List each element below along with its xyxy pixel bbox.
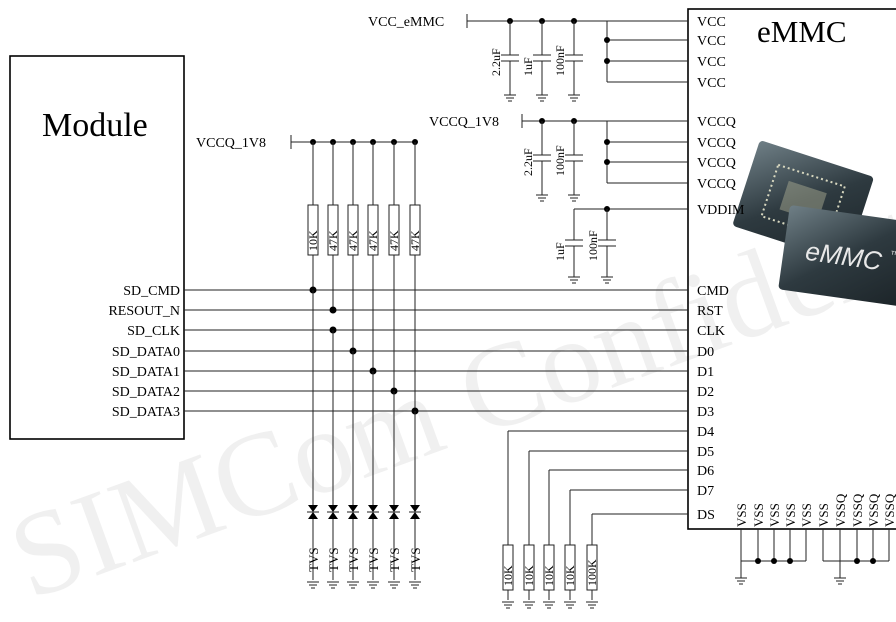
pullup-resistor-label: 47K: [326, 230, 340, 251]
tvs-label: TVS: [346, 547, 361, 572]
vcc-emmc-label: VCC_eMMC: [368, 15, 444, 30]
module-title: Module: [42, 107, 148, 144]
pullup-resistor-label: 47K: [408, 230, 422, 251]
vccq-capacitor-label: 2.2uF: [521, 148, 535, 176]
emmc-power-pin: VCC: [697, 15, 726, 30]
emmc-signal-pin: D6: [697, 464, 714, 479]
vcc-capacitor-label: 1uF: [521, 57, 535, 76]
pullup-resistor-label: 47K: [346, 230, 360, 251]
emmc-ground-pin: VSSQ: [833, 493, 848, 527]
module-signals: SD_CMD RESOUT_N SD_CLK SD_DATA0SD_DATA1SD_D…: [108, 284, 180, 420]
emmc-power-pin: VCC: [697, 34, 726, 49]
emmc-ground-pin: VSS: [816, 503, 831, 527]
emmc-signal-pin: CMD: [697, 284, 729, 299]
emmc-power-pin: VDDIM: [697, 203, 745, 218]
emmc-ground-pin: VSSQ: [882, 493, 896, 527]
emmc-ground-pin: VSS: [734, 503, 749, 527]
vcc-capacitor-label: 2.2uF: [489, 48, 503, 76]
pulldown-resistor-label: 10K: [542, 565, 556, 586]
tvs-label: TVS: [366, 547, 381, 572]
vcc-capacitor-label: 100nF: [553, 45, 567, 76]
vcc-capacitors: 2.2uF 1uF 100nF: [489, 18, 583, 102]
emmc-power-pin: VCCQ: [697, 156, 736, 171]
tvs-diodes: TVS TVS TVS TVS TVS TVS: [306, 290, 423, 589]
pulldown-resistor-label: 10K: [501, 565, 515, 586]
vddim-capacitors: 1uF 100nF: [553, 209, 616, 284]
module-signal-label: SD_DATA0: [112, 345, 180, 360]
emmc-power-pin: VCC: [697, 55, 726, 70]
pulldown-resistors: 10K 10K 10K 10K 100K: [501, 430, 688, 609]
emmc-ground-pin: VSS: [783, 503, 798, 527]
pullup-resistor-label: 47K: [366, 230, 380, 251]
vddim-net: [574, 206, 688, 212]
vccq-emmc-rail: VCCQ_1V8: [429, 114, 688, 184]
signal-wires: [184, 289, 688, 412]
emmc-ground-pin: VSS: [799, 503, 814, 527]
vddim-capacitor-label: 100nF: [586, 230, 600, 261]
pullup-resistor-label: 10K: [306, 230, 320, 251]
emmc-signal-pin: D7: [697, 484, 714, 499]
module-signal-label: SD_CLK: [127, 324, 180, 339]
tvs-label: TVS: [387, 547, 402, 572]
emmc-power-pin: VCCQ: [697, 115, 736, 130]
emmc-signal-pin: DS: [697, 508, 715, 523]
vccq-capacitors: 2.2uF 100nF: [521, 118, 583, 202]
vccq-emmc-label: VCCQ_1V8: [429, 115, 499, 130]
emmc-power-pin: VCCQ: [697, 136, 736, 151]
module-signal-label: RESOUT_N: [108, 304, 180, 319]
tvs-label: TVS: [326, 547, 341, 572]
tvs-label: TVS: [306, 547, 321, 572]
module-signal-label: SD_DATA3: [112, 405, 180, 420]
vccq-module-rail: VCCQ_1V8: [196, 135, 415, 151]
pulldown-resistor-label: 100K: [585, 559, 599, 586]
emmc-block: [687, 8, 896, 530]
module-signal-label: SD_DATA1: [112, 365, 180, 380]
emmc-ground-pin: VSSQ: [866, 493, 881, 527]
emmc-signal-pin: RST: [697, 304, 723, 319]
emmc-signal-pin: D4: [697, 425, 714, 440]
emmc-ground-pin: VSS: [767, 503, 782, 527]
emmc-power-pin: VCC: [697, 76, 726, 91]
emmc-chip-photo: eMMC ™: [733, 141, 896, 307]
emmc-signal-pin: CLK: [697, 324, 725, 339]
emmc-power-pin: VCCQ: [697, 177, 736, 192]
emmc-ground-pin: VSSQ: [850, 493, 865, 527]
vccq-capacitor-label: 100nF: [553, 145, 567, 176]
vddim-capacitor-label: 1uF: [553, 242, 567, 261]
pullup-resistor-label: 47K: [387, 230, 401, 251]
module-signal-label: SD_DATA2: [112, 385, 180, 400]
emmc-signal-pin: D2: [697, 385, 714, 400]
emmc-signal-pin: D3: [697, 405, 714, 420]
chip-photo-trademark: ™: [889, 249, 896, 261]
emmc-title: eMMC: [757, 14, 847, 49]
pulldown-resistor-label: 10K: [563, 565, 577, 586]
tvs-label: TVS: [408, 547, 423, 572]
pulldown-resistor-label: 10K: [522, 565, 536, 586]
vcc-emmc-rail: VCC_eMMC: [368, 14, 688, 83]
emmc-signal-pin: D5: [697, 445, 714, 460]
emmc-power-pins: VCC VCC VCC VCC VCCQ VCCQ VCCQ VCCQ VDDIM: [697, 15, 745, 218]
vccq-module-label: VCCQ_1V8: [196, 136, 266, 151]
emmc-ground-pin: VSS: [751, 503, 766, 527]
emmc-signal-pin: D1: [697, 365, 714, 380]
module-signal-label: SD_CMD: [123, 284, 180, 299]
module-block: [9, 55, 185, 440]
emmc-signal-pin: D0: [697, 345, 714, 360]
